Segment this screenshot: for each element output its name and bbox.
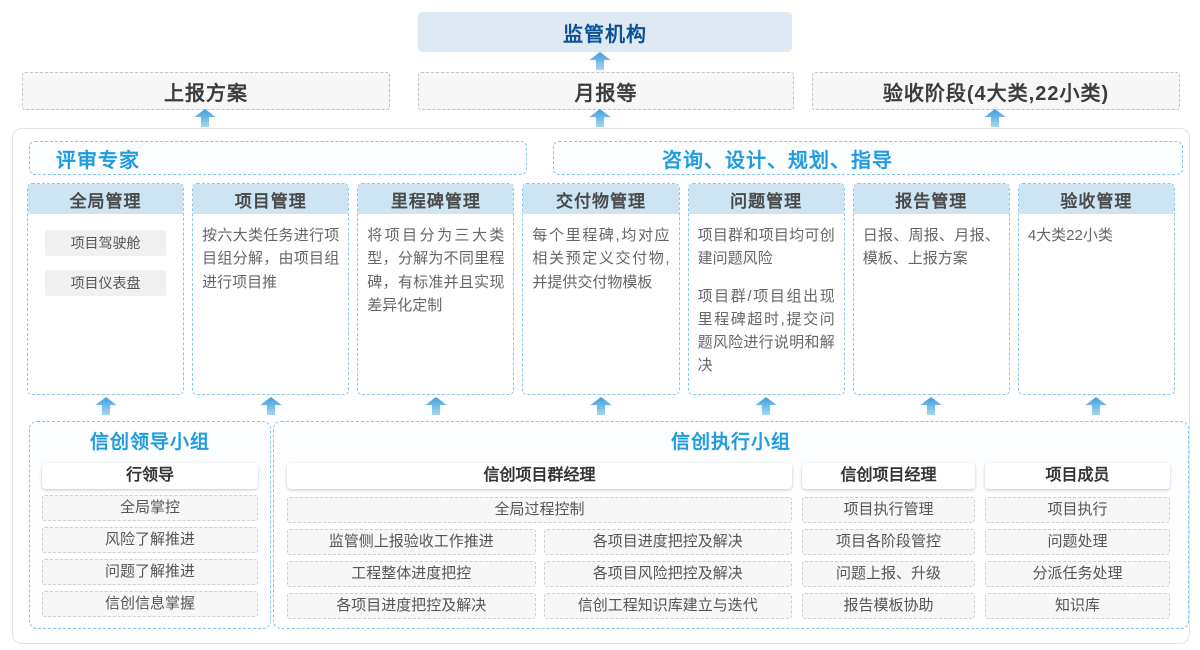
up-arrow-icon — [587, 109, 613, 127]
task-item: 项目执行管理 — [802, 497, 975, 523]
column-title: 项目管理 — [193, 184, 349, 214]
role-pill: 信创项目经理 — [802, 463, 975, 489]
column-body: 4大类22小类 — [1019, 214, 1174, 271]
task-item: 各项目风险把控及解决 — [543, 561, 792, 587]
role-pill: 信创项目群经理 — [287, 463, 792, 489]
up-arrow-icon — [192, 109, 218, 127]
exec-group-title: 信创执行小组 — [670, 432, 791, 453]
leader-group: 信创领导小组 行领导 全局掌控 风险了解推进 问题了解推进 信创信息掌握 — [29, 421, 271, 629]
task-item: 全局过程控制 — [287, 497, 792, 523]
task-item: 分派任务处理 — [985, 561, 1170, 587]
up-arrow-icon — [27, 397, 184, 415]
output-report-plan: 上报方案 — [22, 72, 390, 110]
program-manager-items: 监管侧上报验收工作推进 各项目进度把控及解决 工程整体进度把控 各项目风险把控及… — [287, 529, 792, 619]
group-to-column-arrows — [27, 397, 1175, 415]
up-arrow-icon — [853, 397, 1010, 415]
column-title: 验收管理 — [1018, 184, 1174, 214]
column-text: 每个里程碑,均对应相关预定义交付物,并提供交付物模板 — [532, 227, 670, 291]
column-body: 按六大类任务进行项目组分解，由项目组进行项目推 — [193, 214, 348, 318]
role-pill: 项目成员 — [985, 463, 1170, 489]
output-label: 验收阶段(4大类,22小类) — [882, 82, 1110, 105]
task-item: 问题处理 — [985, 529, 1170, 555]
column-report-mgmt: 报告管理 日报、周报、月报、模板、上报方案 — [852, 183, 1010, 395]
column-milestone-mgmt: 里程碑管理 将项目分为三大类型，分解为不同里程碑，有标准并且实现差异化定制 — [357, 183, 515, 395]
column-body: 日报、周报、月报、模板、上报方案 — [854, 214, 1009, 295]
task-item: 信创工程知识库建立与迭代 — [543, 593, 792, 619]
task-item: 各项目进度把控及解决 — [543, 529, 792, 555]
column-title: 全局管理 — [28, 184, 184, 214]
column-text: 项目群/项目组出现里程碑超时,提交问题风险进行说明和解决 — [697, 287, 835, 375]
role-pill: 行领导 — [42, 463, 258, 489]
up-arrow-icon — [587, 52, 613, 70]
column-text: 将项目分为三大类型，分解为不同里程碑，有标准并且实现差异化定制 — [367, 227, 505, 314]
column-global-mgmt: 全局管理 项目驾驶舱 项目仪表盘 — [27, 183, 185, 395]
column-deliverable-mgmt: 交付物管理 每个里程碑,均对应相关预定义交付物,并提供交付物模板 — [522, 183, 680, 395]
task-item: 项目执行 — [985, 497, 1170, 523]
review-experts-label: 评审专家 — [56, 149, 140, 172]
column-project-mgmt: 项目管理 按六大类任务进行项目组分解，由项目组进行项目推 — [192, 183, 350, 395]
platform-container: 评审专家 咨询、设计、规划、指导 全局管理 项目驾驶舱 项目仪表盘 项目管理 按… — [12, 128, 1190, 644]
task-item: 风险了解推进 — [42, 527, 258, 553]
consulting-header: 咨询、设计、规划、指导 — [553, 141, 1183, 175]
project-member-section: 项目成员 项目执行 问题处理 分派任务处理 知识库 — [985, 457, 1170, 619]
column-text: 日报、周报、月报、模板、上报方案 — [862, 227, 1000, 268]
leader-group-title: 信创领导小组 — [89, 432, 210, 453]
feature-pill: 项目仪表盘 — [45, 270, 167, 296]
column-body: 项目群和项目均可创建问题风险 项目群/项目组出现里程碑超时,提交问题风险进行说明… — [689, 214, 844, 394]
consulting-label: 咨询、设计、规划、指导 — [662, 149, 893, 172]
up-arrow-icon — [192, 397, 349, 415]
output-monthly-report: 月报等 — [418, 72, 794, 110]
column-title: 里程碑管理 — [358, 184, 514, 214]
task-item: 监管侧上报验收工作推进 — [287, 529, 536, 555]
up-arrow-icon — [522, 397, 679, 415]
column-body: 项目驾驶舱 项目仪表盘 — [28, 214, 183, 320]
column-acceptance-mgmt: 验收管理 4大类22小类 — [1017, 183, 1175, 395]
task-item: 各项目进度把控及解决 — [287, 593, 536, 619]
column-text: 项目群和项目均可创建问题风险 — [697, 227, 835, 268]
column-body: 将项目分为三大类型，分解为不同里程碑，有标准并且实现差异化定制 — [358, 214, 513, 341]
feature-pill: 项目驾驶舱 — [45, 230, 167, 256]
up-arrow-icon — [357, 397, 514, 415]
output-acceptance-stage: 验收阶段(4大类,22小类) — [812, 72, 1180, 110]
task-item: 信创信息掌握 — [42, 591, 258, 617]
up-arrow-icon — [1018, 397, 1175, 415]
column-title: 问题管理 — [688, 184, 844, 214]
column-text: 按六大类任务进行项目组分解，由项目组进行项目推 — [202, 227, 340, 291]
task-item: 问题上报、升级 — [802, 561, 975, 587]
leader-group-body: 行领导 全局掌控 风险了解推进 问题了解推进 信创信息掌握 — [30, 463, 270, 617]
program-manager-section: 信创项目群经理 全局过程控制 监管侧上报验收工作推进 各项目进度把控及解决 工程… — [287, 457, 792, 619]
exec-group: 信创执行小组 信创项目群经理 全局过程控制 监管侧上报验收工作推进 各项目进度把… — [273, 421, 1189, 629]
project-manager-section: 信创项目经理 项目执行管理 项目各阶段管控 问题上报、升级 报告模板协助 — [802, 457, 975, 619]
function-columns: 全局管理 项目驾驶舱 项目仪表盘 项目管理 按六大类任务进行项目组分解，由项目组… — [27, 183, 1175, 395]
exec-group-body: 信创项目群经理 全局过程控制 监管侧上报验收工作推进 各项目进度把控及解决 工程… — [274, 457, 1188, 619]
up-arrow-icon — [688, 397, 845, 415]
regulator-label: 监管机构 — [563, 23, 647, 46]
task-item: 问题了解推进 — [42, 559, 258, 585]
review-experts-header: 评审专家 — [29, 141, 527, 175]
column-text: 4大类22小类 — [1027, 227, 1113, 244]
regulator-box: 监管机构 — [418, 12, 792, 52]
task-item: 报告模板协助 — [802, 593, 975, 619]
output-label: 上报方案 — [164, 82, 248, 105]
column-issue-mgmt: 问题管理 项目群和项目均可创建问题风险 项目群/项目组出现里程碑超时,提交问题风… — [687, 183, 845, 395]
output-label: 月报等 — [574, 82, 638, 105]
task-item: 全局掌控 — [42, 495, 258, 521]
task-item: 知识库 — [985, 593, 1170, 619]
column-title: 报告管理 — [853, 184, 1009, 214]
task-item: 项目各阶段管控 — [802, 529, 975, 555]
up-arrow-icon — [982, 109, 1008, 127]
column-title: 交付物管理 — [523, 184, 679, 214]
task-item: 工程整体进度把控 — [287, 561, 536, 587]
column-body: 每个里程碑,均对应相关预定义交付物,并提供交付物模板 — [523, 214, 678, 318]
